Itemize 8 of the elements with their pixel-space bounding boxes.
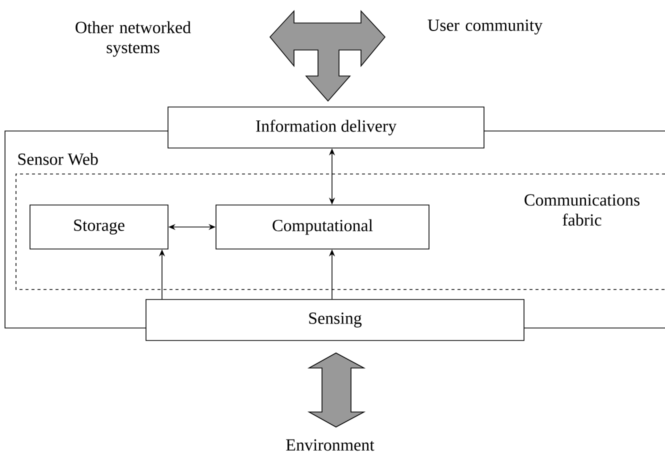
process-box: Storage [30,204,168,250]
text-label: Other networked systems [76,21,191,57]
text-label: Environment [286,439,374,451]
process-box: Computational [216,204,430,250]
block-arrow [307,352,366,428]
text-label: User community [428,20,543,34]
process-box: Information delivery [168,106,484,148]
process-box: Sensing [146,299,524,341]
